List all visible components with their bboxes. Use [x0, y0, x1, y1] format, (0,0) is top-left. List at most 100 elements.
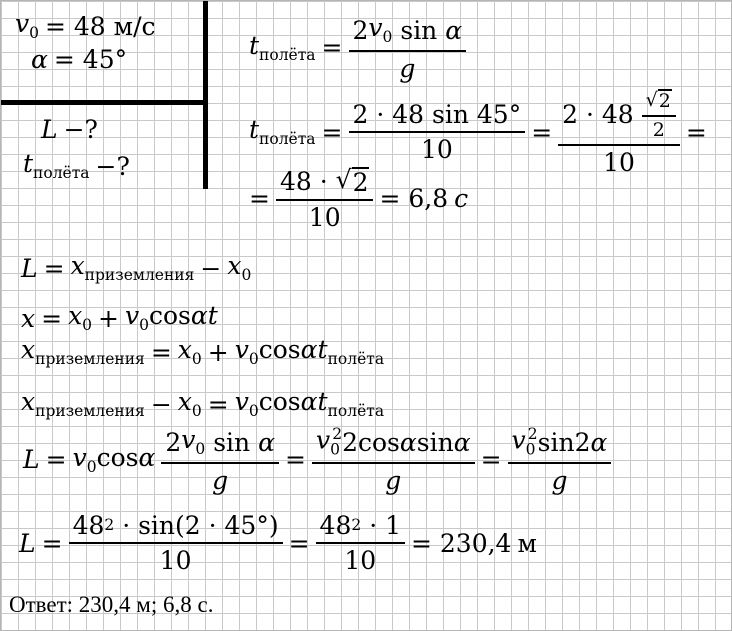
- x-land-sub: приземления: [84, 266, 195, 284]
- f2-den: g: [385, 465, 402, 495]
- f1-alpha: α: [258, 427, 275, 457]
- f1-sup: 2: [104, 515, 115, 534]
- num-a: 48 ·: [279, 166, 328, 196]
- v: v: [72, 442, 87, 472]
- sqrt-sign: √: [335, 165, 352, 194]
- t-sub: полёта: [327, 402, 385, 420]
- equals-3: =: [685, 117, 707, 147]
- v: v: [234, 335, 249, 364]
- equals: =: [207, 389, 229, 419]
- t-sub: полёта: [327, 350, 385, 368]
- f3-sin: sin2: [537, 427, 591, 457]
- inner-den: 2: [652, 119, 665, 141]
- x0: x: [227, 251, 242, 280]
- x: x: [21, 303, 36, 333]
- equals-2: =: [284, 445, 306, 475]
- given-divider-horizontal: [1, 100, 208, 105]
- cos: cos: [258, 387, 301, 416]
- equals-2: =: [531, 117, 553, 147]
- result: = 230,4: [411, 528, 512, 558]
- f2-v-sup: 2: [332, 425, 343, 443]
- f2-sup: 2: [351, 515, 362, 534]
- x0-sub: 0: [191, 402, 202, 420]
- f1-den: g: [212, 465, 229, 495]
- v-sub: 0: [248, 350, 259, 368]
- equals: =: [321, 33, 343, 63]
- num-coef: 2: [352, 15, 369, 45]
- inner-root-arg: 2: [657, 89, 672, 112]
- f2-alpha-2: α: [453, 427, 471, 457]
- eq-x-land: xприземления = x0 + v0cosαtполёта: [21, 337, 390, 368]
- f2-alpha-1: α: [399, 427, 417, 457]
- fraction: 48 · √2 10: [275, 165, 374, 232]
- L-symbol: L: [23, 445, 40, 475]
- equals: =: [43, 253, 65, 283]
- f3-v: v: [511, 425, 526, 455]
- v-sub: 0: [86, 457, 97, 476]
- f3-den: g: [551, 465, 568, 495]
- root-arg: 2: [351, 167, 370, 197]
- find-L-question: −?: [63, 115, 98, 144]
- equals: =: [41, 528, 63, 558]
- cos: cos: [258, 335, 301, 364]
- den: 10: [308, 203, 341, 232]
- num-sin: sin: [400, 15, 438, 45]
- t: t: [317, 387, 328, 416]
- alpha: α: [300, 335, 318, 364]
- f2-v-sub: 0: [330, 440, 340, 459]
- equals: =: [45, 445, 67, 475]
- x0-sub: 0: [241, 266, 252, 284]
- f1-v: v: [181, 425, 196, 455]
- num-v-sub: 0: [382, 28, 393, 46]
- t-sub: полёта: [259, 45, 316, 64]
- f1-den: 10: [159, 546, 192, 575]
- cos: cos: [96, 442, 139, 472]
- find-L: L −?: [41, 117, 104, 142]
- t-sub: полёта: [259, 129, 316, 148]
- result: = 6,8: [379, 184, 449, 213]
- equals: =: [249, 184, 270, 213]
- x0-sub: 0: [191, 350, 202, 368]
- find-L-symbol: L: [41, 115, 58, 144]
- fraction-1-num: 2 · 48 sin 45°: [348, 102, 526, 133]
- alpha: α: [190, 301, 208, 330]
- f3-v-sup: 2: [527, 425, 538, 443]
- v0-sub: 0: [29, 24, 39, 42]
- find-t-question: −?: [95, 151, 130, 181]
- f2-sin: sin: [416, 427, 454, 457]
- plus: +: [98, 303, 119, 333]
- f1-base: 48: [72, 511, 105, 540]
- t: t: [207, 301, 218, 330]
- eq-t-result: = 48 · √2 10 = 6,8 с: [249, 167, 474, 230]
- v0-symbol: v: [15, 9, 30, 38]
- unit: м: [517, 528, 537, 558]
- x: x: [21, 335, 36, 364]
- eq-L-def: L = xприземления − x0: [21, 253, 257, 284]
- answer-text: Ответ: 230,4 м; 6,8 с.: [9, 592, 214, 617]
- num-v: v: [368, 13, 383, 42]
- fraction-1: 2 · 48 sin 45° 10: [348, 102, 526, 162]
- v-sub: 0: [139, 316, 149, 334]
- cos: cos: [149, 301, 191, 330]
- f2-den: 10: [344, 546, 377, 575]
- L-symbol: L: [19, 528, 36, 558]
- L-symbol: L: [21, 253, 38, 283]
- f1-v-sub: 0: [195, 440, 206, 459]
- f1-coef: 2: [165, 427, 182, 457]
- minus: −: [200, 253, 222, 283]
- f2-rest: · 1: [369, 511, 401, 540]
- alpha: α: [300, 387, 318, 416]
- equals: =: [321, 117, 343, 147]
- find-t: tполёта −?: [23, 151, 136, 182]
- minus: −: [150, 389, 172, 419]
- f3-alpha: α: [590, 427, 608, 457]
- find-t-sub: полёта: [33, 164, 90, 182]
